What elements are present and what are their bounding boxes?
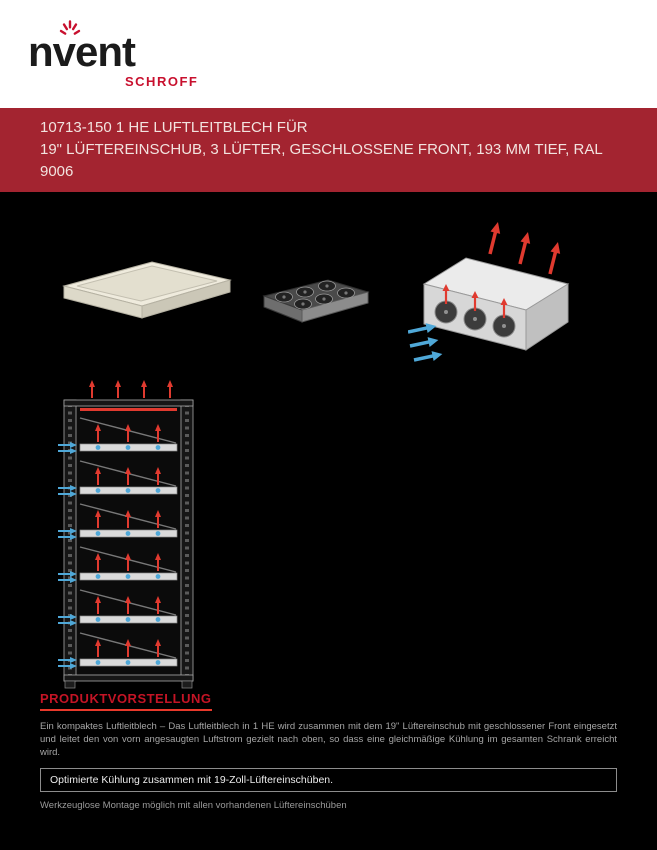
product-footnote: Werkzeuglose Montage möglich mit allen v… <box>40 800 347 811</box>
nvent-wordmark: nvent <box>28 28 136 75</box>
highlight-box: Optimierte Kühlung zusammen mit 19-Zoll-… <box>40 768 617 792</box>
rack-airflow-diagram <box>56 379 194 689</box>
top-baffle-plate <box>80 408 177 411</box>
nvent-spark-icon <box>59 20 81 35</box>
content-area: PRODUKTVORSTELLUNG Ein kompaktes Luftlei… <box>0 192 657 850</box>
title-banner: 10713-150 1 HE LUFTLEITBLECH FÜR 19" LÜF… <box>0 108 657 192</box>
nvent-logo: nvent SCHROFF <box>28 12 198 89</box>
highlight-text: Optimierte Kühlung zusammen mit 19-Zoll-… <box>50 774 334 786</box>
product-section: PRODUKTVORSTELLUNG Ein kompaktes Luftlei… <box>40 690 617 811</box>
title-line-3: 9006 <box>40 163 74 180</box>
fan-openings <box>275 280 355 310</box>
airflow-unit-figure <box>408 222 570 367</box>
fan-tray-figure <box>262 279 370 323</box>
title-line-2: 19" LÜFTEREINSCHUB, 3 LÜFTER, GESCHLOSSE… <box>40 141 603 158</box>
air-baffle-plate-figure <box>62 261 232 319</box>
rack-exhaust-arrows <box>88 379 174 399</box>
product-description: Ein kompaktes Luftleitblech – Das Luftle… <box>40 721 617 758</box>
section-heading: PRODUKTVORSTELLUNG <box>40 691 212 711</box>
schroff-logo-text: SCHROFF <box>125 74 199 89</box>
title-line-1: 10713-150 1 HE LUFTLEITBLECH FÜR <box>40 119 308 136</box>
